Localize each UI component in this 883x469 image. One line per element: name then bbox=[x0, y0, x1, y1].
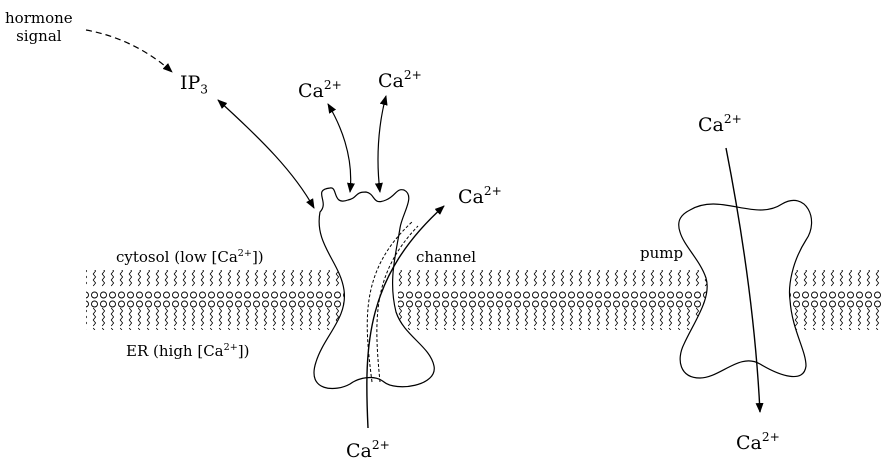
hormone-signal-arrow bbox=[85, 29, 173, 73]
membrane-bilayer bbox=[86, 270, 882, 330]
membrane-segment-right bbox=[790, 270, 882, 330]
channel-label: channel bbox=[416, 248, 476, 266]
hormone-signal-label: hormone signal bbox=[5, 9, 73, 45]
ip3-binding-arrow bbox=[217, 99, 315, 209]
hormone-label-line2: signal bbox=[16, 27, 62, 45]
pump-flux-arrow bbox=[725, 147, 764, 413]
ca-label-channel-out: Ca2+ bbox=[458, 184, 502, 208]
channel-flux-arrow bbox=[366, 205, 445, 429]
channel-protein bbox=[313, 187, 435, 390]
membrane-segment-middle bbox=[398, 270, 716, 330]
ca-label-top-right: Ca2+ bbox=[378, 68, 422, 92]
er-label: ER (high [Ca2+]) bbox=[126, 341, 250, 360]
membrane-segment-left bbox=[86, 270, 344, 330]
cytosol-label: cytosol (low [Ca2+]) bbox=[116, 247, 264, 266]
ip3-label: IP3 bbox=[180, 72, 209, 97]
hormone-label-line1: hormone bbox=[5, 9, 73, 27]
ca-binding-arrow-1 bbox=[327, 103, 355, 193]
pump-label: pump bbox=[640, 244, 684, 262]
channel-pore bbox=[366, 221, 419, 383]
ca-label-pump-out: Ca2+ bbox=[736, 430, 780, 454]
ca-label-top-left: Ca2+ bbox=[298, 78, 342, 102]
ca-binding-arrow-2 bbox=[374, 95, 388, 193]
ca-label-pump-in: Ca2+ bbox=[698, 112, 742, 136]
pump-protein bbox=[678, 199, 813, 379]
ca-label-channel-in: Ca2+ bbox=[346, 438, 390, 462]
